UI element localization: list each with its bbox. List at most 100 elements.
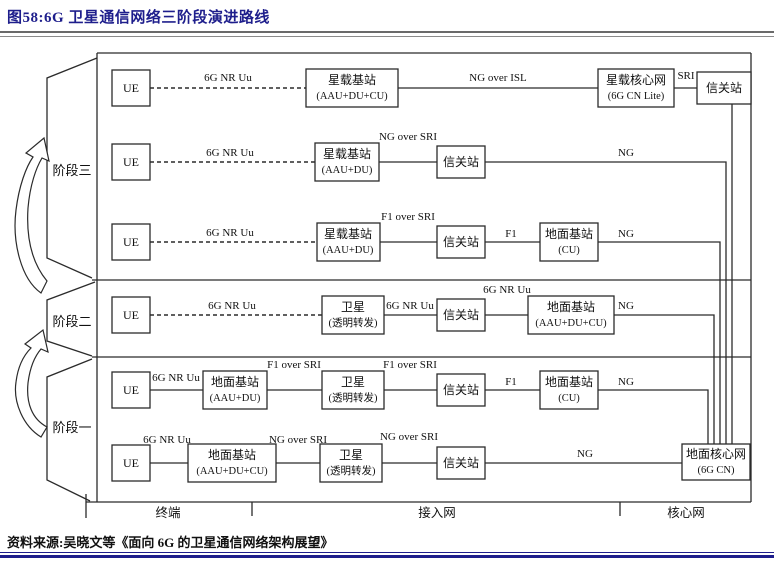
ground-gnb-box: [202, 370, 268, 410]
gateway-label: 信关站: [443, 155, 479, 169]
evolution-arrow-up-icon: [14, 136, 50, 294]
link-label-uu: 6G NR Uu: [204, 72, 252, 84]
ground-cu-label: 地面基站: [545, 375, 593, 389]
ng-link-to-core: [485, 161, 727, 444]
gateway-label: 信关站: [443, 308, 479, 322]
ng-link-to-core: [598, 241, 721, 444]
link-label-ng: NG: [577, 448, 593, 460]
transparent-satellite-box: [319, 443, 383, 483]
link-label-uu: 6G NR Uu: [206, 147, 254, 159]
ground-core-sub: (6G CN): [697, 465, 735, 476]
domain-axis: 终端 接入网 核心网: [85, 494, 751, 520]
ground-cu-sub: (CU): [558, 245, 580, 256]
link-label-f1-sri: F1 over SRI: [267, 359, 321, 371]
link-label-ng-sri: NG over SRI: [380, 431, 438, 443]
satellite-gnb-box: [305, 68, 399, 108]
ue-label: UE: [123, 235, 139, 249]
gateway-box: [436, 446, 486, 480]
link-label-uu: 6G NR Uu: [206, 227, 254, 239]
axis-label-terminal: 终端: [155, 505, 180, 520]
row-stage1-f1-bentpipe: UE 地面基站 (AAU+DU) 卫星 (透明转发) 信关站 地面基站 (CU)…: [111, 359, 709, 444]
row-stage3-cu-split: UE 星载基站 (AAU+DU) 信关站 地面基站 (CU) 6G NR Uu …: [111, 211, 721, 444]
link-label-ng: NG: [618, 376, 634, 388]
ue-label: UE: [123, 155, 139, 169]
ue-label: UE: [123, 383, 139, 397]
ground-gnb-sub: (AAU+DU): [210, 393, 261, 404]
satellite-gnb-label: 星载基站: [328, 73, 376, 87]
link-label-uu: 6G NR Uu: [208, 300, 256, 312]
satellite-gnb-box: [314, 142, 380, 182]
gateway-box: [696, 71, 752, 105]
ue-label: UE: [123, 308, 139, 322]
ground-cu-label: 地面基站: [545, 227, 593, 241]
ground-gnb-box: [187, 443, 277, 483]
stage1-label: 阶段一: [52, 420, 91, 435]
axis-label-core: 核心网: [667, 506, 705, 520]
link-label-uu: 6G NR Uu: [386, 300, 434, 312]
stage-brackets: 阶段三 阶段二 阶段一: [14, 57, 98, 502]
link-label-f1-sri: F1 over SRI: [381, 211, 435, 223]
row-stage3-full-regenerative: UE 星载基站 (AAU+DU+CU) 星载核心网 (6G CN Lite) 信…: [111, 68, 752, 444]
ground-gnb-label: 地面基站: [547, 300, 595, 314]
satellite-core-label: 星载核心网: [606, 73, 666, 87]
ue-box: [111, 143, 151, 181]
link-label-sri: SRI: [677, 70, 694, 82]
link-label-uu: 6G NR Uu: [143, 434, 191, 446]
ue-box: [111, 296, 151, 334]
link-label-ng-sri: NG over SRI: [379, 131, 437, 143]
satellite-gnb-box: [316, 222, 381, 262]
transparent-satellite-box: [321, 295, 385, 335]
link-label-ng: NG: [618, 147, 634, 159]
row-stage3-du-regenerative: UE 星载基站 (AAU+DU) 信关站 6G NR Uu NG over SR…: [111, 131, 727, 444]
satellite-gnb-sub: (AAU+DU): [323, 245, 374, 256]
diagram-frame: [92, 52, 752, 502]
link-label-uu: 6G NR Uu: [483, 284, 531, 296]
ue-label: UE: [123, 456, 139, 470]
satellite-core-box: [597, 68, 675, 108]
ground-gnb-box: [527, 295, 615, 335]
satellite-core-sub: (6G CN Lite): [608, 91, 665, 102]
gateway-box: [436, 298, 486, 332]
ground-gnb-sub: (AAU+DU+CU): [196, 466, 268, 477]
satellite-gnb-sub: (AAU+DU+CU): [316, 91, 388, 102]
transparent-satellite-label: 卫星: [341, 375, 365, 389]
gateway-box: [436, 225, 486, 259]
ng-link-to-core: [598, 389, 709, 444]
header-rule: [0, 31, 774, 37]
stage1-bracket: [46, 358, 93, 502]
ground-cu-box: [539, 370, 599, 410]
gateway-label: 信关站: [443, 235, 479, 249]
stage2-label: 阶段二: [52, 314, 91, 329]
ng-link-to-core: [614, 314, 715, 444]
link-label-f1-sri: F1 over SRI: [383, 359, 437, 371]
transparent-satellite-box: [321, 370, 385, 410]
figure-title: 图58:6G 卫星通信网络三阶段演进路线: [7, 10, 270, 26]
satellite-gnb-sub: (AAU+DU): [322, 165, 373, 176]
ground-cu-sub: (CU): [558, 393, 580, 404]
axis-label-access: 接入网: [418, 505, 456, 520]
ue-box: [111, 223, 151, 261]
row-stage1-ng-bentpipe: UE 地面基站 (AAU+DU+CU) 卫星 (透明转发) 信关站 地面核心网 …: [111, 431, 751, 483]
transparent-satellite-sub: (透明转发): [327, 464, 376, 477]
ground-gnb-label: 地面基站: [208, 448, 256, 462]
stage2-bracket: [46, 281, 96, 357]
evolution-arrow-up-icon: [14, 328, 49, 438]
gateway-label: 信关站: [443, 383, 479, 397]
link-label-ng-isl: NG over ISL: [469, 72, 527, 84]
transparent-satellite-sub: (透明转发): [329, 316, 378, 329]
stage3-label: 阶段三: [52, 163, 91, 178]
ue-box: [111, 444, 151, 482]
transparent-satellite-label: 卫星: [341, 300, 365, 314]
gateway-label: 信关站: [443, 456, 479, 470]
ue-box: [111, 371, 151, 409]
ue-box: [111, 69, 151, 107]
source-note: 资料来源:吴晓文等《面向 6G 的卫星通信网络架构展望》: [7, 535, 334, 550]
ground-core-box: [681, 443, 751, 481]
link-label-f1: F1: [505, 228, 517, 240]
gateway-box: [436, 145, 486, 179]
ground-core-label: 地面核心网: [686, 447, 746, 461]
link-label-f1: F1: [505, 376, 517, 388]
ue-label: UE: [123, 81, 139, 95]
